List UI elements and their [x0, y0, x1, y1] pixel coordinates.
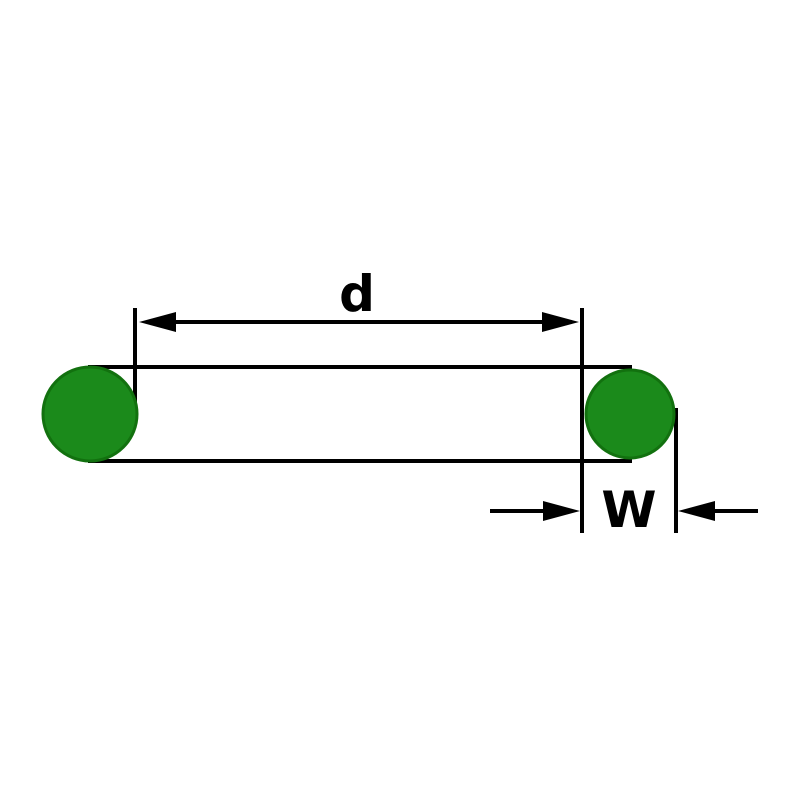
oring-cross-section-left [41, 365, 139, 463]
cross-section-width-label: W [601, 481, 656, 539]
w-arrowhead-left [543, 501, 580, 521]
oring-cross-section-right [584, 368, 676, 460]
w-arrowhead-right [678, 501, 715, 521]
d-arrowhead-right [542, 312, 579, 332]
inner-diameter-label: d [339, 265, 375, 323]
d-arrowhead-left [139, 312, 176, 332]
